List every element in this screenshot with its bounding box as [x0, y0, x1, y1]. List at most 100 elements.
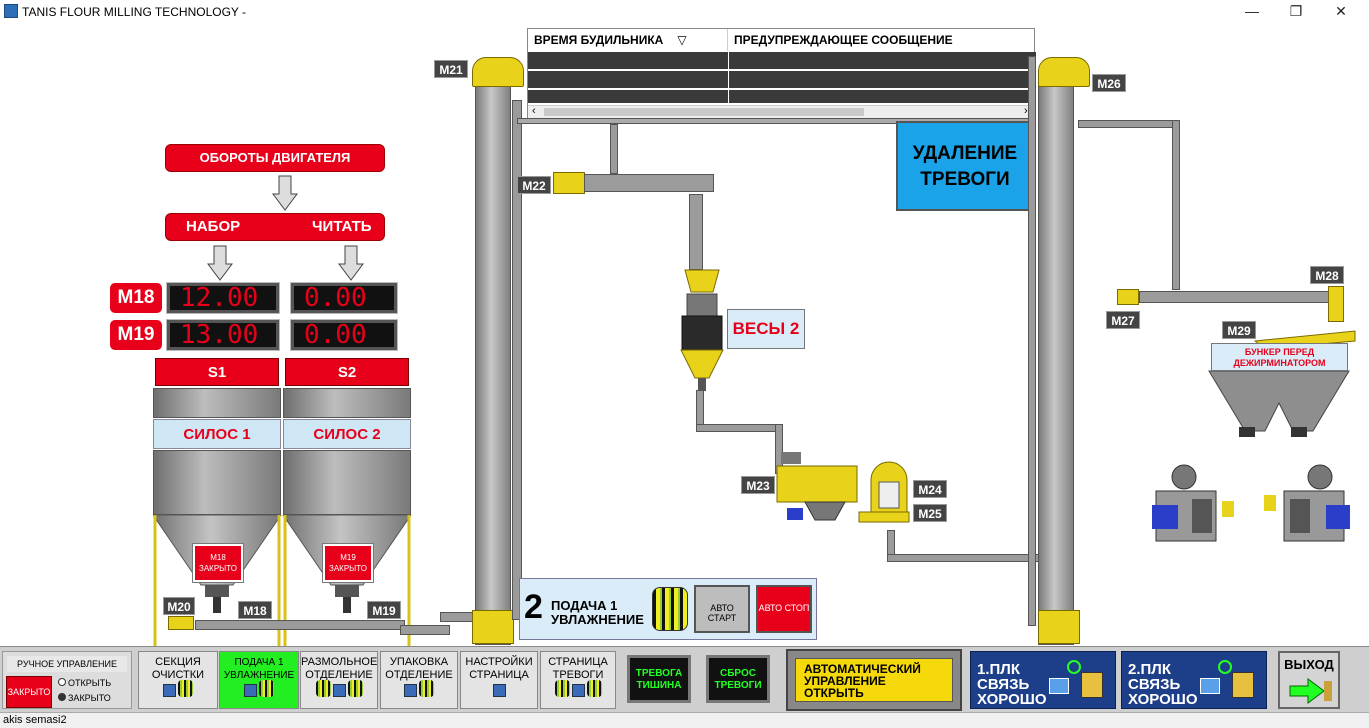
scrollbar-thumb[interactable]: [544, 108, 864, 116]
motor-m18-label: M18: [110, 283, 162, 313]
screw-conveyor: [195, 620, 405, 630]
motor-m27-label: M27: [1106, 311, 1140, 329]
elevator-frame: [512, 100, 522, 620]
minimize-button[interactable]: —: [1245, 3, 1259, 19]
silo-s2-header: S2: [285, 358, 409, 386]
window-title: TANIS FLOUR MILLING TECHNOLOGY -: [22, 5, 247, 19]
screw-conveyor-m27: [1139, 291, 1334, 303]
silo-body: [283, 450, 411, 515]
radio-open[interactable]: ОТКРЫТЬ: [58, 678, 111, 688]
motor-m28-label: M28: [1310, 266, 1344, 284]
transfer-pipe: [400, 625, 450, 635]
manual-control-panel: РУЧНОЕ УПРАВЛЕНИЕ ЗАКРЫТО ОТКРЫТЬ ЗАКРЫТ…: [2, 651, 132, 709]
close-button[interactable]: ✕: [1335, 3, 1347, 19]
feed-pipe: [887, 554, 1042, 562]
silo-body: [153, 450, 281, 515]
elevator-boot-m26: [1038, 610, 1080, 644]
section-number: 2: [524, 588, 543, 626]
feed-pipe: [689, 194, 703, 270]
read-label: ЧИТАТЬ: [312, 218, 372, 235]
silo-2-label: СИЛОС 2: [283, 419, 411, 449]
auto-start-button[interactable]: АВТО СТАРТ: [694, 585, 750, 633]
clear-alarm-button[interactable]: УДАЛЕНИЕ ТРЕВОГИ: [896, 121, 1034, 211]
title-bar: TANIS FLOUR MILLING TECHNOLOGY - — ❐ ✕: [0, 0, 1369, 24]
feed-pipe: [610, 124, 618, 174]
transfer-pipe: [1078, 120, 1180, 128]
maximize-button[interactable]: ❐: [1289, 3, 1303, 19]
feed-pipe: [696, 390, 704, 428]
alarm-scrollbar[interactable]: ‹ ›: [528, 105, 1036, 118]
bucket-elevator-m26: [1038, 80, 1074, 645]
exit-label: ВЫХОД: [1284, 657, 1334, 672]
silo-s1-header: S1: [155, 358, 279, 386]
degerminator-machine: [1152, 464, 1234, 542]
alarm-row[interactable]: [528, 52, 1036, 70]
conveyor-motor-m27: [1117, 289, 1139, 305]
dampener-drum-icon: [652, 587, 688, 631]
plc2-status-text: 2.ПЛК СВЯЗЬ ХОРОШО: [1128, 661, 1198, 708]
nav-feed-1-dampening[interactable]: ПОДАЧА 1 УВЛАЖНЕНИЕ: [219, 651, 299, 709]
motor-m28: [1328, 286, 1344, 322]
degerminator-machine: [1264, 464, 1350, 542]
silence-alarm-button[interactable]: ТРЕВОГА ТИШИНА: [627, 655, 691, 703]
motor-m21-label: M21: [434, 60, 468, 78]
set-label: НАБОР: [186, 218, 241, 235]
reset-alarm-button[interactable]: СБРОС ТРЕВОГИ: [706, 655, 770, 703]
section-title: ПОДАЧА 1 УВЛАЖНЕНИЕ: [551, 598, 644, 627]
conveyor-motor-m22: [553, 172, 585, 194]
nav-milling-section[interactable]: РАЗМОЛЬНОЕ ОТДЕЛЕНИЕ: [300, 651, 378, 709]
down-pipe: [1028, 56, 1036, 626]
scroll-left-icon[interactable]: ‹: [532, 105, 536, 117]
nav-alarm-page[interactable]: СТРАНИЦА ТРЕВОГИ: [540, 651, 616, 709]
motor-m29-label: M29: [1222, 321, 1256, 339]
set-read-bar: НАБОР ЧИТАТЬ: [165, 213, 385, 241]
alarm-table[interactable]: ВРЕМЯ БУДИЛЬНИКА▽ ПРЕДУПРЕЖДАЮЩЕЕ СООБЩЕ…: [527, 28, 1036, 118]
scale-hopper: [680, 269, 724, 391]
down-arrow-icon: [207, 245, 233, 281]
down-arrow-icon: [338, 245, 364, 281]
transfer-pipe: [1172, 120, 1180, 290]
m18-set-display[interactable]: 12.00: [166, 282, 280, 314]
auto-stop-button[interactable]: АВТО СТОП: [756, 585, 812, 633]
motor-m23-label: M23: [741, 476, 775, 494]
auto-section-panel: 2 ПОДАЧА 1 УВЛАЖНЕНИЕ АВТО СТАРТ АВТО СТ…: [519, 578, 817, 640]
scale-2-label: ВЕСЫ 2: [727, 309, 805, 349]
auto-control-frame: АВТОМАТИЧЕСКИЙ УПРАВЛЕНИЕ ОТКРЫТЬ: [786, 649, 962, 711]
down-arrow-icon: [272, 175, 298, 211]
motor-speed-title: ОБОРОТЫ ДВИГАТЕЛЯ: [165, 144, 385, 172]
sort-icon: ▽: [677, 33, 687, 47]
screw-conveyor-m22: [584, 174, 714, 192]
motor-m26-label: M26: [1092, 74, 1126, 92]
feed-pipe: [696, 424, 781, 432]
m19-set-display[interactable]: 13.00: [166, 319, 280, 351]
manual-state-button[interactable]: ЗАКРЫТО: [6, 676, 52, 708]
elevator-head-m21: [472, 57, 524, 87]
nav-settings-page[interactable]: НАСТРОЙКИ СТРАНИЦА: [460, 651, 538, 709]
m18-read-display: 0.00: [290, 282, 398, 314]
radio-closed[interactable]: ЗАКРЫТО: [58, 693, 111, 703]
elevator-head-m26: [1038, 57, 1090, 87]
manual-title: РУЧНОЕ УПРАВЛЕНИЕ: [7, 656, 127, 672]
silo-1-valve-button[interactable]: M18 ЗАКРЫТО: [192, 543, 244, 583]
auto-control-open-button[interactable]: АВТОМАТИЧЕСКИЙ УПРАВЛЕНИЕ ОТКРЫТЬ: [795, 658, 953, 702]
bunker-hopper: [1208, 330, 1356, 437]
silo-2-valve-button[interactable]: M19 ЗАКРЫТО: [322, 543, 374, 583]
alarm-row[interactable]: [528, 71, 1036, 89]
alarm-message-header[interactable]: ПРЕДУПРЕЖДАЮЩЕЕ СООБЩЕНИЕ: [734, 33, 953, 47]
motor-m19-label: M19: [110, 320, 162, 350]
exit-button[interactable]: ВЫХОД: [1278, 651, 1340, 709]
silo-group: S1 S2 СИЛОС 1 СИЛОС 2 M18 ЗАКРЫТО M19 ЗА…: [153, 356, 413, 646]
status-bar: akis semasi2: [0, 712, 1369, 728]
network-icon: [1047, 658, 1111, 702]
bunker-label: БУНКЕР ПЕРЕД ДЕЖИРМИНАТОРОМ: [1211, 343, 1348, 371]
network-icon: [1198, 658, 1262, 702]
motor-m20-label: M20: [163, 597, 195, 615]
nav-packing-section[interactable]: УПАКОВКА ОТДЕЛЕНИЕ: [380, 651, 458, 709]
motor-m22-label: M22: [517, 176, 551, 194]
silo-body: [153, 388, 281, 418]
scroll-right-icon[interactable]: ›: [1024, 105, 1028, 117]
silo-body: [283, 388, 411, 418]
nav-cleaning-section[interactable]: СЕКЦИЯ ОЧИСТКИ: [138, 651, 218, 709]
alarm-row[interactable]: [528, 90, 1036, 107]
alarm-time-header[interactable]: ВРЕМЯ БУДИЛЬНИКА▽: [528, 29, 728, 51]
